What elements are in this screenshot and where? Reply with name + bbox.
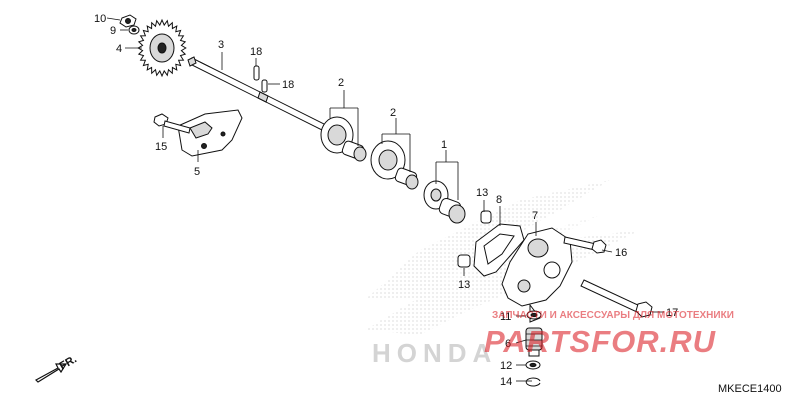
bolt-part-15 [153,113,191,134]
front-label: FR. [58,353,79,372]
plate-part-5 [177,109,243,157]
gasket-part-8 [473,223,525,277]
clip-part-14 [525,377,541,387]
callout-2-upper: 2 [338,77,344,89]
nut-part-10 [119,14,137,28]
callout-14: 14 [500,376,512,388]
callout-17: 17 [666,307,678,319]
callout-15: 15 [155,141,167,153]
leader-lines [106,17,664,382]
callout-13-lower: 13 [458,279,470,291]
dowel-part-13-upper [480,210,492,224]
callout-13-upper: 13 [476,187,488,199]
filter-part-6 [525,327,543,357]
callout-2-lower: 2 [390,107,396,119]
bolt-part-17 [580,279,653,318]
gear-part-4 [137,18,187,78]
callout-4: 4 [116,43,122,55]
gear-bore [157,42,167,54]
callout-8: 8 [496,194,502,206]
outer-rotor-part-2b [370,140,419,190]
callout-18-upper: 18 [250,46,262,58]
callout-10: 10 [94,13,106,25]
washer-part-9 [128,25,140,35]
callout-12: 12 [500,360,512,372]
front-direction-arrow: FR. [35,353,79,383]
callout-5: 5 [194,166,200,178]
washer-part-12 [525,360,541,370]
diagram-code: MKECE1400 [718,383,782,395]
inner-rotor-part-1 [423,180,466,224]
dowel-part-13-lower [457,254,471,268]
callout-9: 9 [110,25,116,37]
callout-3: 3 [218,39,224,51]
callout-18-lower: 18 [282,79,294,91]
pin-part-18-lower [261,79,268,93]
callout-7: 7 [532,210,538,222]
callout-11: 11 [500,311,511,323]
callout-labels: 10 9 4 3 18 18 2 2 1 15 5 13 8 7 13 16 1… [94,13,678,388]
honda-logo-text: HONDA [372,338,497,368]
pin-part-18-upper [253,65,260,81]
outer-rotor-part-2a [320,116,367,162]
callout-16: 16 [615,247,627,259]
callout-6: 6 [505,338,511,350]
watermark-brand: PARTSFOR.RU [484,324,717,359]
callout-1: 1 [441,139,447,151]
partsfor-watermark: ЗАПЧАСТИ И АКСЕССУАРЫ ДЛЯ МОТОТЕХНИКИ PA… [484,310,734,359]
washer-part-11 [526,310,542,320]
watermark-tagline: ЗАПЧАСТИ И АКСЕССУАРЫ ДЛЯ МОТОТЕХНИКИ [492,310,734,321]
